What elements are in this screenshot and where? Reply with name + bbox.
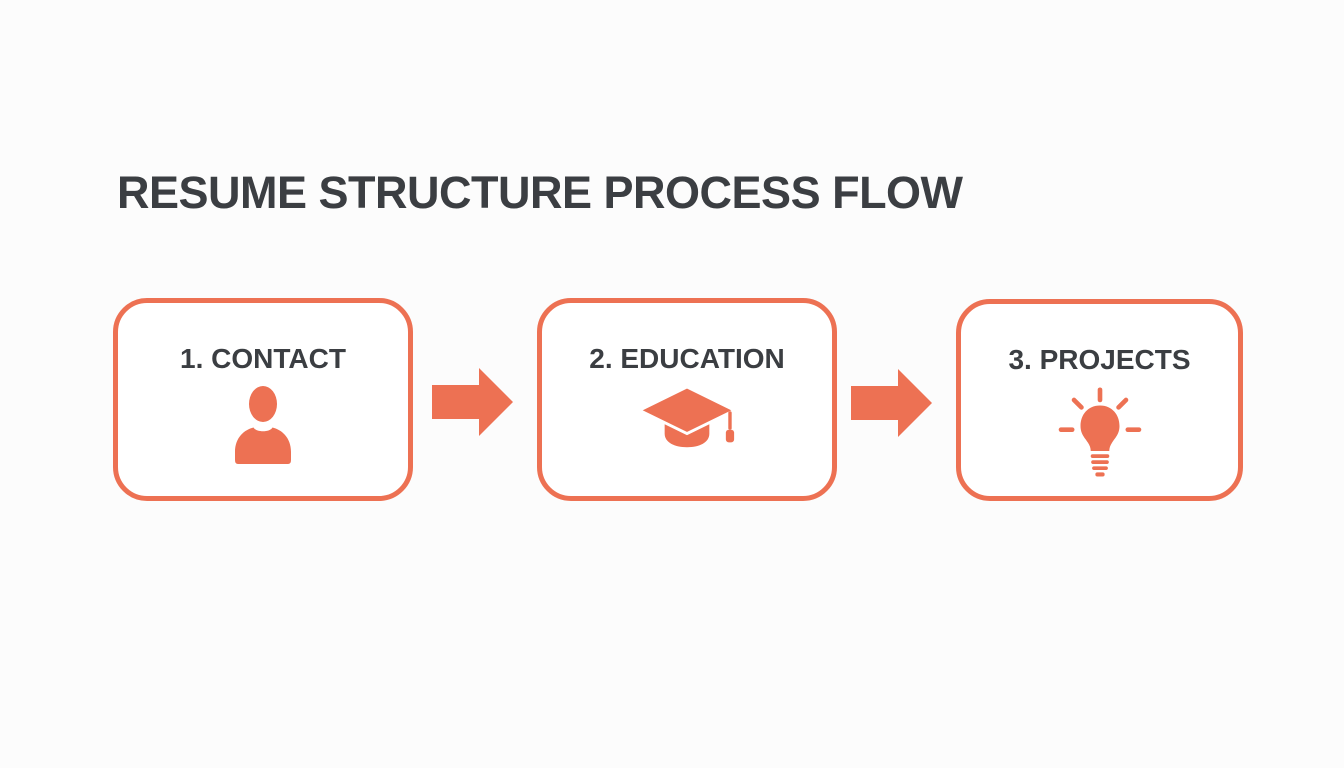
step-box-projects: 3. PROJECTS: [956, 299, 1243, 501]
graduation-cap-icon: [638, 386, 736, 454]
right-arrow-icon: [851, 369, 932, 437]
step-box-contact: 1. CONTACT: [113, 298, 413, 501]
step-label-projects: 3. PROJECTS: [1008, 344, 1191, 375]
step-label-education: 2. EDUCATION: [589, 343, 785, 374]
lightbulb-icon: [1057, 387, 1143, 477]
step-box-education: 2. EDUCATION: [537, 298, 837, 501]
page-title: RESUME STRUCTURE PROCESS FLOW: [117, 167, 963, 218]
right-arrow-icon: [432, 368, 513, 436]
person-icon: [234, 386, 292, 464]
step-label-contact: 1. CONTACT: [180, 343, 346, 374]
